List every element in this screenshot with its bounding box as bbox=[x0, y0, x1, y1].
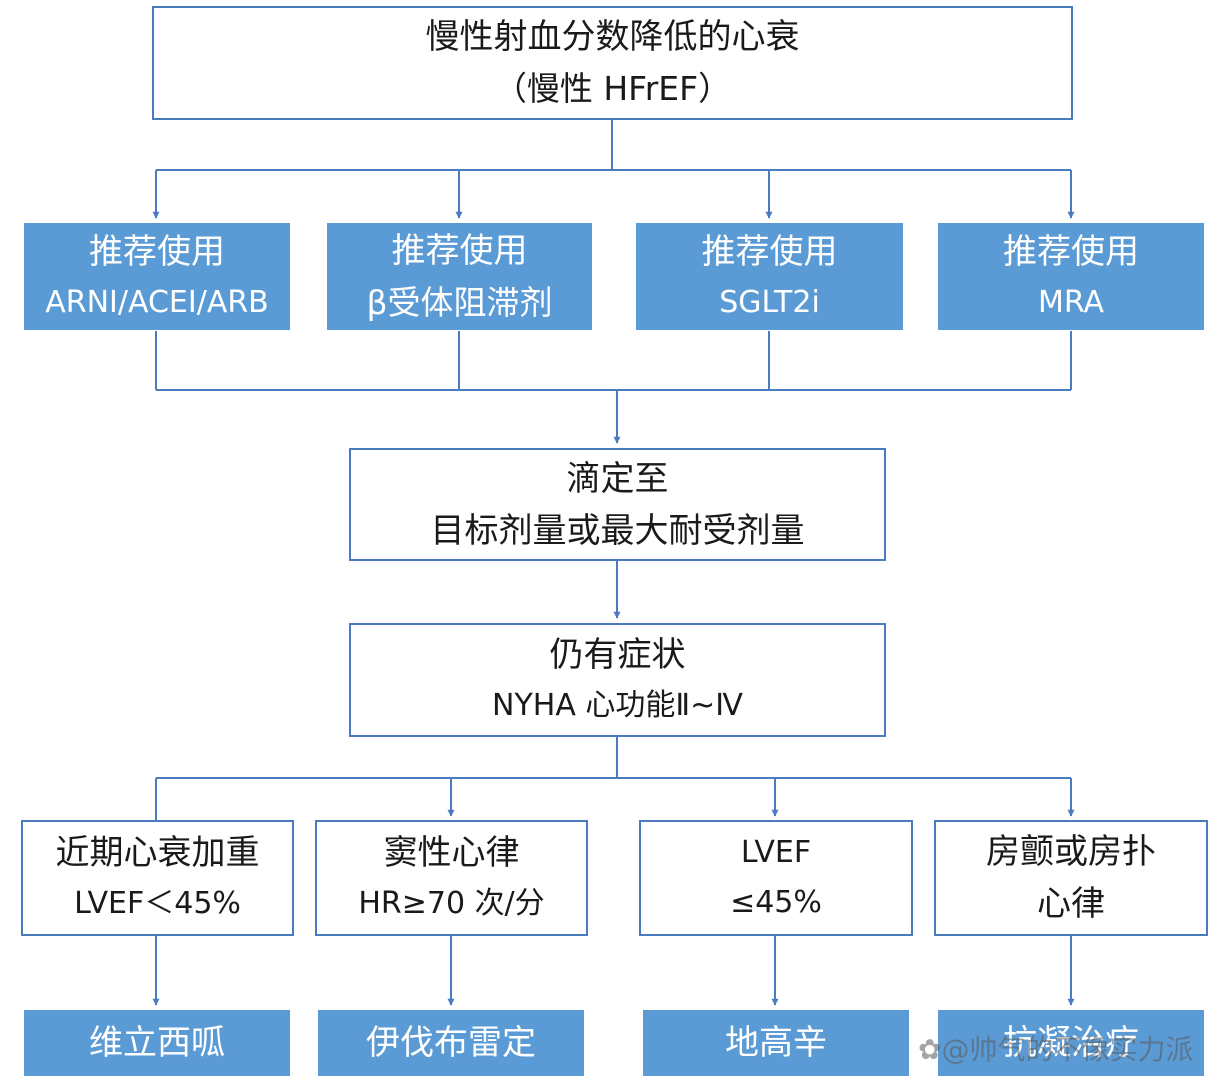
recommendation-box-sglt2i: 推荐使用 SGLT2i bbox=[636, 223, 903, 330]
watermark-text: @帅气的不像实力派 bbox=[941, 1033, 1194, 1066]
treatment-box-digoxin: 地高辛 bbox=[643, 1010, 909, 1076]
top-title: 慢性射血分数降低的心衰 bbox=[425, 17, 800, 57]
condition-box-sinus-rhythm: 窦性心律 HR≥70 次/分 bbox=[315, 820, 588, 936]
condition-title: LVEF bbox=[740, 835, 812, 870]
recommendation-box-mra: 推荐使用 MRA bbox=[938, 223, 1204, 330]
recommendation-drug: β受体阻滞剂 bbox=[366, 282, 553, 322]
treatment-label: 地高辛 bbox=[725, 1023, 827, 1063]
condition-detail: HR≥70 次/分 bbox=[358, 886, 545, 921]
condition-title: 窦性心律 bbox=[383, 833, 520, 873]
treatment-box-ivabradine: 伊伐布雷定 bbox=[318, 1010, 584, 1076]
recommendation-label: 推荐使用 bbox=[89, 231, 225, 272]
recommendation-label: 推荐使用 bbox=[1003, 231, 1139, 272]
treatment-box-vericiguat: 维立西呱 bbox=[24, 1010, 290, 1076]
recommendation-box-beta-blocker: 推荐使用 β受体阻滞剂 bbox=[327, 223, 592, 330]
top-subtitle: （慢性 HFrEF） bbox=[493, 69, 732, 108]
recommendation-box-arni: 推荐使用 ARNI/ACEI/ARB bbox=[24, 223, 290, 330]
watermark-flower-icon: ✿ bbox=[918, 1033, 942, 1066]
titrate-title: 滴定至 bbox=[566, 458, 669, 499]
top-box: 慢性射血分数降低的心衰 （慢性 HFrEF） bbox=[152, 6, 1073, 120]
treatment-label: 维立西呱 bbox=[89, 1023, 225, 1063]
titrate-target: 目标剂量或最大耐受剂量 bbox=[430, 510, 805, 551]
treatment-label: 伊伐布雷定 bbox=[366, 1023, 536, 1063]
titrate-box: 滴定至 目标剂量或最大耐受剂量 bbox=[349, 448, 886, 561]
condition-detail: ≤45% bbox=[730, 885, 822, 920]
watermark: ✿@帅气的不像实力派 bbox=[918, 1028, 1193, 1068]
condition-title: 房颤或房扑 bbox=[986, 832, 1156, 872]
symptoms-box: 仍有症状 NYHA 心功能Ⅱ~Ⅳ bbox=[349, 623, 886, 737]
treatment-label: 抗凝治疗 bbox=[1003, 1023, 1139, 1063]
condition-detail: LVEF＜45% bbox=[74, 886, 241, 921]
condition-box-worsening-hf: 近期心衰加重 LVEF＜45% bbox=[21, 820, 294, 936]
condition-box-af: 房颤或房扑 心律 bbox=[934, 820, 1208, 936]
recommendation-label: 推荐使用 bbox=[391, 230, 528, 271]
symptoms-title: 仍有症状 bbox=[549, 635, 686, 675]
condition-title: 近期心衰加重 bbox=[55, 833, 260, 873]
recommendation-drug: MRA bbox=[1037, 284, 1105, 320]
treatment-box-anticoagulation: 抗凝治疗 bbox=[938, 1010, 1204, 1076]
symptoms-nyha: NYHA 心功能Ⅱ~Ⅳ bbox=[492, 688, 743, 723]
recommendation-drug: SGLT2i bbox=[719, 284, 820, 320]
condition-box-lvef: LVEF ≤45% bbox=[639, 820, 913, 936]
condition-detail: 心律 bbox=[1037, 884, 1105, 924]
recommendation-drug: ARNI/ACEI/ARB bbox=[45, 284, 269, 320]
recommendation-label: 推荐使用 bbox=[701, 231, 838, 272]
